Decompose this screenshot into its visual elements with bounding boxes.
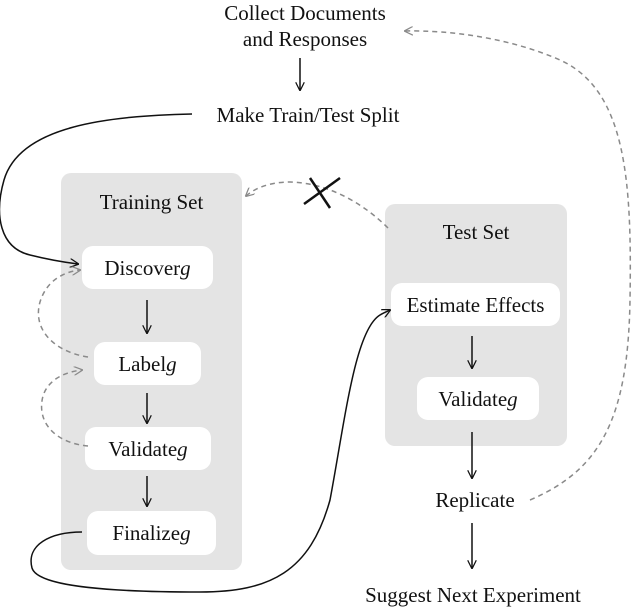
- collect-documents-line2: and Responses: [242, 27, 368, 51]
- replicate-label: Replicate: [435, 488, 515, 512]
- arrow-split-to-discover: [0, 113, 193, 264]
- arrow-finalize-to-estimate: [30, 310, 390, 593]
- test-set-title: Test Set: [442, 220, 510, 244]
- finalize-g-var: g: [180, 521, 191, 545]
- arrow-replicate-to-collect: [405, 31, 632, 501]
- validate-g-test-node: Validate g: [417, 377, 539, 420]
- arrow-label-to-discover: [37, 270, 89, 358]
- estimate-effects-text: Estimate Effects: [406, 292, 545, 317]
- suggest-next-experiment-label: Suggest Next Experiment: [365, 583, 581, 607]
- finalize-g-text: Finalize: [112, 521, 181, 545]
- arrow-validate-to-label: [40, 370, 89, 447]
- discover-g-text: Discover: [104, 255, 181, 280]
- validate-g-train-var: g: [177, 436, 188, 461]
- label-g-node: Label g: [94, 342, 201, 385]
- training-set-title: Training Set: [99, 190, 204, 214]
- validate-g-train-node: Validate g: [85, 427, 211, 470]
- blocked-x-icon: [303, 176, 341, 209]
- collect-documents-line1: Collect Documents: [224, 1, 386, 25]
- validate-g-test-text: Validate: [438, 386, 508, 411]
- finalize-g-node: Finalize g: [87, 511, 216, 555]
- discover-g-var: g: [180, 255, 191, 280]
- discover-g-node: Discover g: [82, 246, 213, 289]
- label-g-var: g: [166, 351, 177, 376]
- estimate-effects-node: Estimate Effects: [391, 283, 560, 326]
- train-test-split-label: Make Train/Test Split: [216, 103, 400, 127]
- validate-g-test-var: g: [507, 386, 518, 411]
- validate-g-train-text: Validate: [108, 436, 178, 461]
- collect-documents-label: Collect Documents and Responses: [170, 0, 440, 52]
- label-g-text: Label: [118, 351, 167, 376]
